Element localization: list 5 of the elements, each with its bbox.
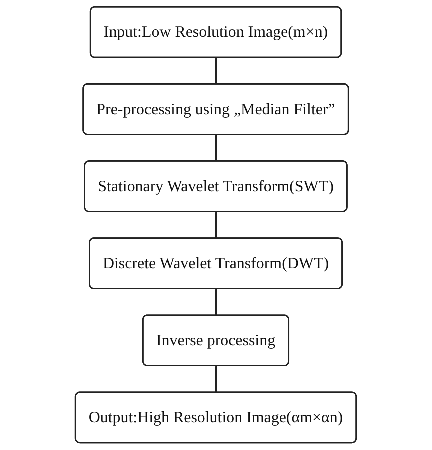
connector	[215, 289, 218, 316]
connector	[215, 135, 218, 162]
connector	[215, 58, 218, 85]
connector	[215, 366, 218, 393]
connector	[215, 212, 218, 239]
